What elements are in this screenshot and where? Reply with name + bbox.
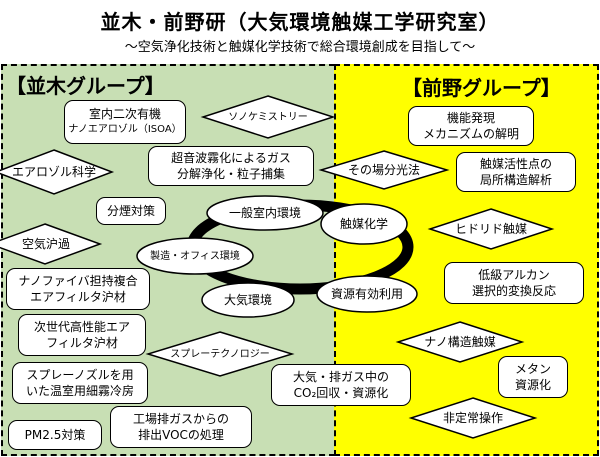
box-factory-voc: 工場排ガスからの 排出VOCの処理 bbox=[110, 406, 252, 448]
diamond-aerosol-science bbox=[0, 149, 115, 195]
co2-line2: CO₂回収・資源化 bbox=[293, 386, 389, 400]
active-site-line1: 触媒活性点の bbox=[479, 157, 552, 171]
factory-line2: 排出VOCの処理 bbox=[138, 428, 224, 442]
box-pm25: PM2.5対策 bbox=[8, 420, 102, 450]
ellipse-manufacturing-office bbox=[136, 237, 254, 275]
right-group-label: 【前野グループ】 bbox=[402, 76, 561, 100]
spray-tech-label: スプレーテクノロジー bbox=[170, 348, 270, 360]
in-situ-label: その場分光法 bbox=[347, 162, 420, 177]
aerosol-science-label: エアロゾル科学 bbox=[11, 164, 96, 179]
box-sizing: 分煙対策 bbox=[96, 197, 166, 225]
nanofiber-line2: エアフィルタ沪材 bbox=[30, 290, 126, 304]
diamond-nano-structure bbox=[395, 321, 525, 363]
catalysis-label: 触媒化学 bbox=[339, 216, 388, 231]
co2-line1: 大気・排ガス中の bbox=[292, 370, 389, 384]
ellipse-resource-use bbox=[316, 275, 418, 313]
nozzle-line1: スプレーノズルを用 bbox=[26, 368, 134, 382]
box-ultrasonic: 超音波霧化によるガス 分解浄化・粒子捕集 bbox=[148, 146, 314, 186]
general-indoor-label: 一般室内環境 bbox=[228, 205, 301, 220]
ellipse-atmosphere bbox=[201, 282, 295, 318]
box-spray-nozzle: スプレーノズルを用 いた温室用細霧冷房 bbox=[12, 362, 148, 404]
alkane-line1: 低級アルカン bbox=[478, 268, 550, 282]
nextgen-line2: フィルタ沪材 bbox=[46, 336, 118, 350]
nozzle-line2: いた温室用細霧冷房 bbox=[25, 384, 134, 398]
mechanism-line2: メカニズムの解明 bbox=[422, 127, 519, 141]
ellipse-catalysis bbox=[320, 203, 408, 245]
box-co2-capture: 大気・排ガス中の CO₂回収・資源化 bbox=[271, 364, 411, 406]
ultrasonic-line1: 超音波霧化によるガス bbox=[171, 151, 291, 165]
ellipse-general-indoor bbox=[206, 195, 324, 231]
box-alkane: 低級アルカン 選択的変換反応 bbox=[444, 262, 584, 304]
nano-structure-label: ナノ構造触媒 bbox=[424, 334, 496, 349]
diamond-air-filtration bbox=[0, 223, 103, 265]
box-indoor-aerosol: 室内二次有機 ナノエアロゾル（ISOA） bbox=[64, 100, 186, 144]
sizing-label: 分煙対策 bbox=[106, 204, 155, 218]
box-nanofiber: ナノファイバ担持複合 エアフィルタ沪材 bbox=[6, 268, 150, 310]
diamond-in-situ bbox=[318, 150, 450, 190]
manufacturing-office-label: 製造・オフィス環境 bbox=[150, 250, 240, 262]
left-group-label: 【並木グループ】 bbox=[6, 74, 165, 98]
box-mechanism: 機能発現 メカニズムの解明 bbox=[408, 106, 534, 146]
nextgen-line1: 次世代高性能エア bbox=[33, 320, 130, 334]
mechanism-line1: 機能発現 bbox=[446, 111, 495, 125]
nanofiber-line1: ナノファイバ担持複合 bbox=[18, 274, 138, 288]
sono-chem-label: ソノケミストリー bbox=[228, 111, 308, 123]
box-methane: メタン 資源化 bbox=[498, 356, 568, 398]
alkane-line2: 選択的変換反応 bbox=[471, 284, 556, 298]
methane-line1: メタン bbox=[514, 362, 551, 376]
unsteady-label: 非定常操作 bbox=[442, 410, 503, 425]
indoor-aerosol-line2: ナノエアロゾル（ISOA） bbox=[68, 124, 182, 135]
pm25-label: PM2.5対策 bbox=[24, 428, 86, 442]
diamond-unsteady bbox=[408, 397, 538, 439]
indoor-aerosol-line1: 室内二次有機 bbox=[88, 107, 161, 121]
page-subtitle: ～空気浄化技術と触媒化学技術で総合環境創成を目指して～ bbox=[124, 40, 476, 55]
resource-use-label: 資源有効利用 bbox=[330, 286, 403, 301]
methane-line2: 資源化 bbox=[514, 378, 551, 392]
diamond-hydride bbox=[427, 208, 555, 250]
ultrasonic-line2: 分解浄化・粒子捕集 bbox=[176, 167, 285, 181]
air-filtration-label: 空気沪過 bbox=[21, 236, 70, 251]
hydride-label: ヒドリド触媒 bbox=[454, 221, 527, 236]
diamond-sono-chem bbox=[200, 95, 336, 139]
factory-line1: 工場排ガスからの bbox=[132, 412, 229, 426]
atmosphere-label: 大気環境 bbox=[223, 292, 272, 307]
box-nextgen-filter: 次世代高性能エア フィルタ沪材 bbox=[18, 314, 146, 356]
diamond-spray-tech bbox=[145, 331, 295, 377]
box-active-site: 触媒活性点の 局所構造解析 bbox=[456, 152, 576, 192]
page-title: 並木・前野研（大気環境触媒工学研究室） bbox=[100, 10, 500, 34]
active-site-line2: 局所構造解析 bbox=[479, 173, 552, 187]
